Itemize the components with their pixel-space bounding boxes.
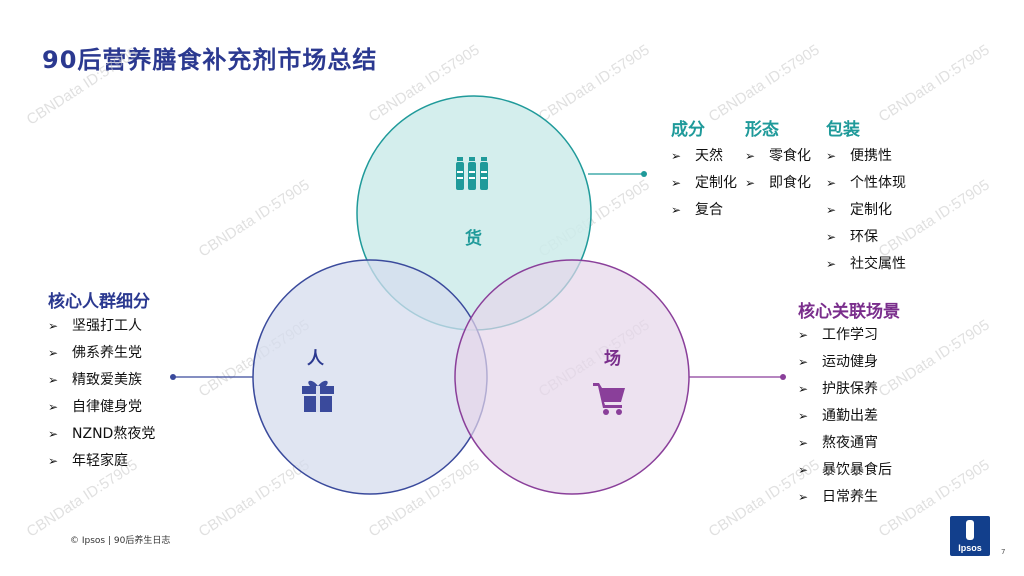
people-header: 核心人群细分	[48, 292, 150, 312]
page-number: 7	[1001, 548, 1006, 556]
bullet-arrow-icon: ➢	[798, 355, 809, 369]
goods-header-form: 形态	[745, 120, 779, 140]
page-title: 90后营养膳食补充剂市场总结	[42, 46, 378, 74]
bullet-arrow-icon: ➢	[826, 149, 837, 163]
goods-form-list: ➢零食化 ➢即食化	[745, 146, 811, 200]
list-item: ➢精致爱美族	[48, 372, 142, 388]
goods-header-packaging: 包装	[826, 120, 860, 140]
list-item: ➢NZND熬夜党	[48, 426, 156, 442]
list-item: ➢即食化	[745, 175, 811, 191]
list-item: ➢个性体现	[826, 175, 906, 191]
list-item: ➢零食化	[745, 148, 811, 164]
list-item: ➢佛系养生党	[48, 345, 142, 361]
gift-icon	[302, 380, 334, 412]
people-label: 人	[307, 349, 324, 369]
list-item: ➢护肤保养	[798, 381, 878, 397]
bullet-arrow-icon: ➢	[48, 346, 59, 360]
goods-ingredient-list: ➢天然 ➢定制化 ➢复合	[671, 146, 737, 227]
bullet-arrow-icon: ➢	[745, 149, 756, 163]
place-list: ➢工作学习 ➢运动健身 ➢护肤保养 ➢通勤出差 ➢熬夜通宵 ➢暴饮暴食后 ➢日常…	[798, 325, 892, 514]
list-item: ➢定制化	[826, 202, 892, 218]
people-connector-dot	[170, 374, 176, 380]
people-circle	[252, 259, 488, 495]
bullet-arrow-icon: ➢	[671, 203, 682, 217]
list-item: ➢定制化	[671, 175, 737, 191]
logo-mark-icon	[966, 520, 974, 540]
bullet-arrow-icon: ➢	[798, 328, 809, 342]
list-item: ➢通勤出差	[798, 408, 878, 424]
bullet-arrow-icon: ➢	[745, 176, 756, 190]
list-item: ➢工作学习	[798, 327, 878, 343]
list-item: ➢自律健身党	[48, 399, 142, 415]
goods-header-ingredient: 成分	[671, 120, 705, 140]
bullet-arrow-icon: ➢	[671, 149, 682, 163]
goods-label: 货	[465, 229, 482, 249]
list-item: ➢熬夜通宵	[798, 435, 878, 451]
list-item: ➢复合	[671, 202, 723, 218]
bullet-arrow-icon: ➢	[826, 230, 837, 244]
bullet-arrow-icon: ➢	[826, 257, 837, 271]
bullet-arrow-icon: ➢	[671, 176, 682, 190]
bullet-arrow-icon: ➢	[826, 203, 837, 217]
list-item: ➢天然	[671, 148, 723, 164]
bullet-arrow-icon: ➢	[48, 454, 59, 468]
bullet-arrow-icon: ➢	[798, 490, 809, 504]
bullet-arrow-icon: ➢	[798, 436, 809, 450]
bullet-arrow-icon: ➢	[48, 400, 59, 414]
list-item: ➢暴饮暴食后	[798, 462, 892, 478]
list-item: ➢便携性	[826, 148, 892, 164]
list-item: ➢社交属性	[826, 256, 906, 272]
goods-connector-dot	[641, 171, 647, 177]
logo-text: Ipsos	[958, 543, 982, 553]
bullet-arrow-icon: ➢	[798, 382, 809, 396]
list-item: ➢运动健身	[798, 354, 878, 370]
list-item: ➢坚强打工人	[48, 318, 142, 334]
goods-packaging-list: ➢便携性 ➢个性体现 ➢定制化 ➢环保 ➢社交属性	[826, 146, 906, 281]
bullet-arrow-icon: ➢	[798, 409, 809, 423]
place-circle	[454, 259, 690, 495]
list-item: ➢环保	[826, 229, 878, 245]
people-list: ➢坚强打工人 ➢佛系养生党 ➢精致爱美族 ➢自律健身党 ➢NZND熬夜党 ➢年轻…	[48, 316, 155, 478]
place-header: 核心关联场景	[798, 302, 900, 322]
bullet-arrow-icon: ➢	[48, 427, 59, 441]
footer-copyright: © Ipsos | 90后养生日志	[70, 536, 171, 546]
place-label: 场	[604, 349, 621, 369]
shopping-cart-icon	[593, 383, 625, 415]
list-item: ➢年轻家庭	[48, 453, 128, 469]
bullet-arrow-icon: ➢	[48, 373, 59, 387]
ipsos-logo: Ipsos	[950, 516, 990, 556]
bullet-arrow-icon: ➢	[798, 463, 809, 477]
list-item: ➢日常养生	[798, 489, 878, 505]
bullet-arrow-icon: ➢	[826, 176, 837, 190]
place-connector-dot	[780, 374, 786, 380]
bottles-icon	[456, 157, 488, 190]
bullet-arrow-icon: ➢	[48, 319, 59, 333]
